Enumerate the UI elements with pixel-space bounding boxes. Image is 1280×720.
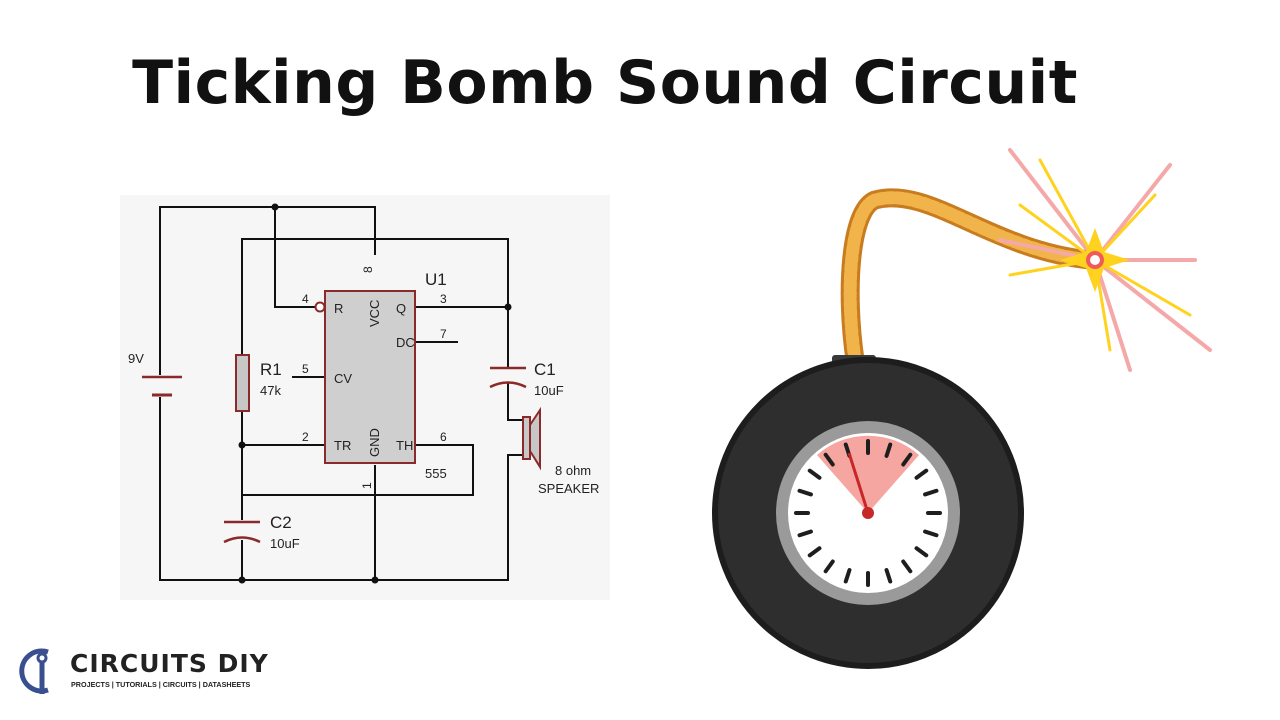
- clock-tick: [914, 546, 929, 558]
- pin-number-7: 7: [440, 327, 447, 341]
- battery-9v: 9V: [128, 351, 182, 397]
- capacitor-c1: C1 10uF: [489, 360, 564, 398]
- ic-ref: U1: [425, 270, 447, 289]
- r1-value: 47k: [260, 383, 281, 398]
- pin-number-2: 2: [302, 430, 309, 444]
- pin-label-gnd: GND: [367, 428, 382, 457]
- pin-label-cv: CV: [334, 371, 352, 386]
- c1-value: 10uF: [534, 383, 564, 398]
- speaker-value: 8 ohm: [555, 463, 591, 478]
- clock-tick: [901, 452, 913, 467]
- speaker: 8 ohm SPEAKER: [522, 406, 599, 496]
- c2-value: 10uF: [270, 536, 300, 551]
- resistor-r1: R1 47k: [235, 354, 282, 412]
- clock-tick: [823, 452, 835, 467]
- ic-555: U1 555 R CV TR Q DC TH VCC GND 4 5 2 3 7…: [302, 266, 447, 489]
- pin-label-th: TH: [396, 438, 413, 453]
- pin-label-vcc: VCC: [367, 300, 382, 327]
- c1-ref: C1: [534, 360, 556, 379]
- clock-tick: [901, 559, 913, 574]
- page-title: Ticking Bomb Sound Circuit: [132, 48, 1078, 118]
- speaker-label: SPEAKER: [538, 481, 599, 496]
- clock-tick: [797, 488, 813, 497]
- pin-number-4: 4: [302, 292, 309, 306]
- circuits-diy-logo: CIRCUITS DIY PROJECTS | TUTORIALS | CIRC…: [19, 648, 269, 694]
- c2-ref: C2: [270, 513, 292, 532]
- logo-tagline: PROJECTS | TUTORIALS | CIRCUITS | DATASH…: [71, 680, 251, 689]
- clock-tick: [923, 488, 939, 497]
- clock-icon: [776, 421, 960, 605]
- junctions: [238, 203, 512, 584]
- spark-icon: [998, 148, 1212, 372]
- capacitor-c2: C2 10uF: [223, 513, 300, 551]
- circuit-schematic: 9V R1 47k C2 10uF C1 10uF 8 ohm SPEAKER …: [120, 195, 610, 600]
- clock-tick: [807, 546, 822, 558]
- pin-label-r: R: [334, 301, 343, 316]
- pin-number-1: 1: [360, 482, 374, 489]
- ic-part: 555: [425, 466, 447, 481]
- clock-tick: [884, 442, 893, 458]
- logo-name: CIRCUITS DIY: [70, 649, 269, 678]
- r1-ref: R1: [260, 360, 282, 379]
- pin-number-3: 3: [440, 292, 447, 306]
- clock-tick: [914, 468, 929, 480]
- clock-tick: [884, 568, 893, 584]
- pin-number-6: 6: [440, 430, 447, 444]
- clock-tick: [923, 529, 939, 538]
- battery-label: 9V: [128, 351, 144, 366]
- pin-number-8: 8: [361, 266, 375, 273]
- clock-tick: [807, 468, 822, 480]
- pin-label-tr: TR: [334, 438, 351, 453]
- clock-tick: [823, 559, 835, 574]
- bomb-illustration: [712, 148, 1212, 669]
- clock-tick: [843, 568, 852, 584]
- pin-label-q: Q: [396, 301, 406, 316]
- pin-label-dc: DC: [396, 335, 415, 350]
- logo-mark-icon: [19, 648, 49, 694]
- clock-tick: [797, 529, 813, 538]
- fuse: [840, 188, 1100, 370]
- pin-number-5: 5: [302, 362, 309, 376]
